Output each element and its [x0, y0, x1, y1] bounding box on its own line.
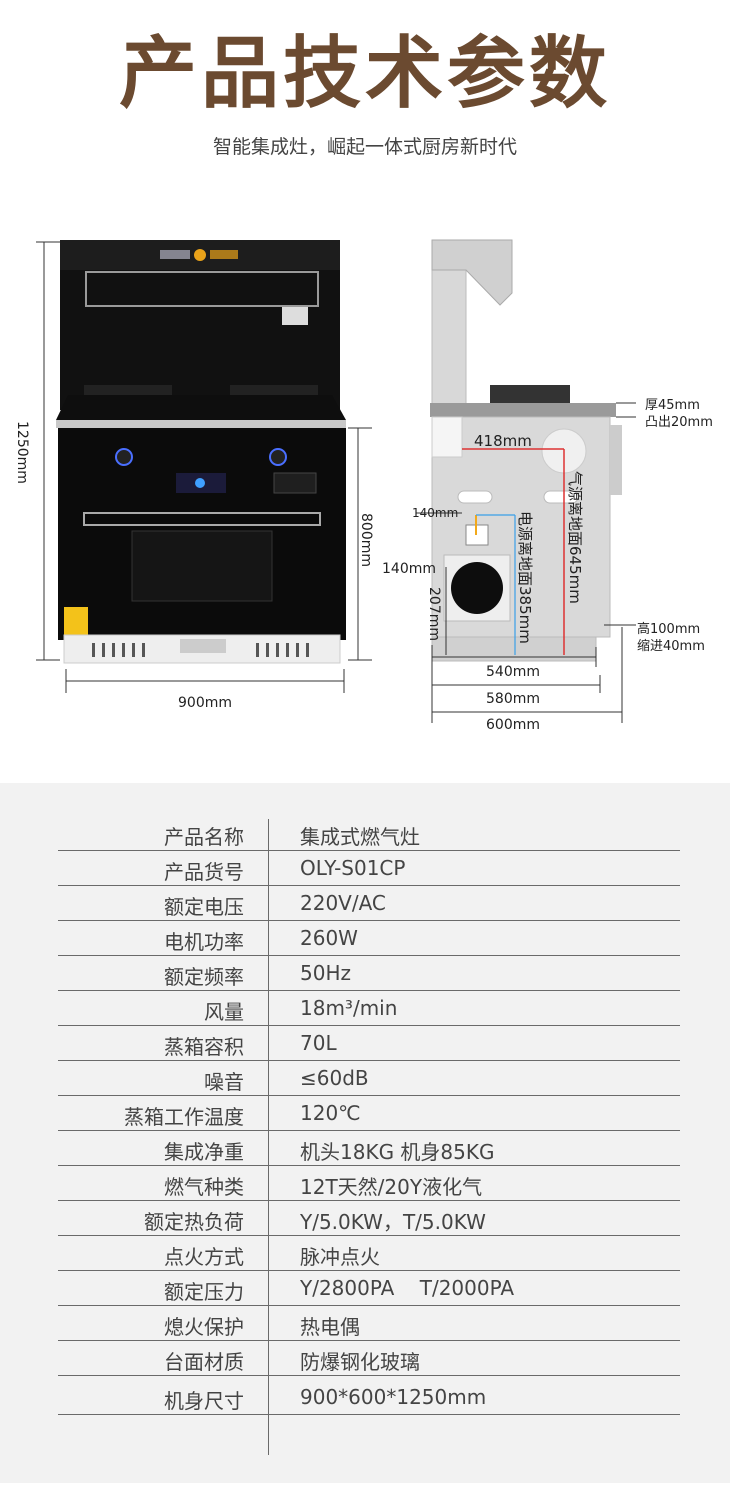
spec-row: 额定热负荷 Y/5.0KW，T/5.0KW: [58, 1200, 680, 1236]
spec-label: 噪音: [204, 1070, 244, 1094]
side-socket-height-label: 140mm: [412, 506, 458, 520]
side-protrude-label: 凸出20mm: [645, 415, 713, 430]
spec-value: 50Hz: [300, 961, 351, 985]
spec-row: 蒸箱工作温度 120℃: [58, 1095, 680, 1131]
spec-label: 蒸箱容积: [164, 1035, 244, 1059]
spec-label: 额定压力: [164, 1280, 244, 1304]
spec-row: 电机功率 260W: [58, 920, 680, 956]
side-view-stove: [430, 239, 622, 662]
spec-value: 防爆钢化玻璃: [300, 1350, 420, 1374]
spec-label: 集成净重: [164, 1140, 244, 1164]
spec-label: 点火方式: [164, 1245, 244, 1269]
spec-row: 额定频率 50Hz: [58, 955, 680, 991]
spec-value: 900*600*1250mm: [300, 1385, 487, 1409]
spec-label: 风量: [204, 1000, 244, 1024]
spec-table: 产品名称 集成式燃气灶 产品货号 OLY-S01CP 额定电压 220V/AC …: [0, 783, 730, 1483]
spec-value: 集成式燃气灶: [300, 825, 420, 849]
front-width-label: 900mm: [178, 695, 232, 711]
spec-label: 额定电压: [164, 895, 244, 919]
spec-value: Y/2800PA T/2000PA: [300, 1276, 515, 1300]
spec-label: 产品名称: [164, 825, 244, 849]
spec-value: 70L: [300, 1031, 337, 1055]
spec-row: 额定压力 Y/2800PA T/2000PA: [58, 1270, 680, 1306]
spec-row: 额定电压 220V/AC: [58, 885, 680, 921]
spec-label: 熄火保护: [164, 1315, 244, 1339]
spec-value: 12T天然/20Y液化气: [300, 1175, 483, 1199]
spec-row: 机身尺寸 900*600*1250mm: [58, 1379, 680, 1415]
spec-label: 台面材质: [164, 1350, 244, 1374]
side-base-height-label: 高100mm: [637, 621, 700, 637]
spec-row: 燃气种类 12T天然/20Y液化气: [58, 1165, 680, 1201]
side-dim-600-label: 600mm: [486, 717, 540, 733]
spec-label: 额定频率: [164, 965, 244, 989]
side-base-recess-label: 缩进40mm: [637, 638, 705, 654]
front-lower-height-label: 800mm: [358, 513, 374, 567]
front-view-stove: [56, 240, 346, 664]
spec-value: OLY-S01CP: [300, 856, 406, 880]
spec-value: 120℃: [300, 1101, 361, 1125]
spec-label: 额定热负荷: [144, 1210, 244, 1234]
spec-value: 220V/AC: [300, 891, 386, 915]
product-dimension-diagram: 1250mm 900mm 800mm: [14, 239, 713, 733]
front-dimension-lines: [36, 241, 372, 693]
spec-value: 脉冲点火: [300, 1245, 380, 1269]
side-dim-580-label: 580mm: [486, 691, 540, 707]
side-vent-label: 140mm: [382, 561, 436, 577]
spec-label: 产品货号: [164, 860, 244, 884]
spec-label: 蒸箱工作温度: [124, 1105, 244, 1129]
spec-row: 蒸箱容积 70L: [58, 1025, 680, 1061]
page-title: 产品技术参数: [118, 29, 611, 119]
spec-row: 点火方式 脉冲点火: [58, 1235, 680, 1271]
spec-row: 产品货号 OLY-S01CP: [58, 850, 680, 886]
spec-value: Y/5.0KW，T/5.0KW: [300, 1210, 486, 1234]
spec-value: ≤60dB: [300, 1066, 369, 1090]
spec-label: 燃气种类: [164, 1175, 244, 1199]
spec-row: 台面材质 防爆钢化玻璃: [58, 1340, 680, 1376]
side-guide-lines: [445, 448, 565, 655]
side-vent-bottom-label: 207mm: [426, 587, 442, 641]
spec-value: 机头18KG 机身85KG: [300, 1140, 495, 1164]
side-gas-label: 气源离地面645mm: [566, 471, 584, 604]
spec-row: 产品名称 集成式燃气灶: [58, 815, 680, 851]
spec-value: 热电偶: [300, 1315, 360, 1339]
spec-value: 260W: [300, 926, 358, 950]
side-thickness-label: 厚45mm: [645, 398, 700, 413]
side-dimension-lines: [416, 402, 636, 723]
side-power-label: 电源离地面385mm: [516, 511, 534, 644]
front-height-label: 1250mm: [14, 421, 30, 484]
spec-label: 机身尺寸: [164, 1389, 244, 1413]
spec-row: 集成净重 机头18KG 机身85KG: [58, 1130, 680, 1166]
spec-table-divider: [268, 819, 269, 1455]
spec-row: 风量 18m³/min: [58, 990, 680, 1026]
spec-label: 电机功率: [164, 930, 244, 954]
side-dim-540-label: 540mm: [486, 664, 540, 680]
side-gas-width-label: 418mm: [474, 432, 532, 450]
page-subtitle: 智能集成灶，崛起一体式厨房新时代: [212, 136, 517, 158]
spec-value: 18m³/min: [300, 996, 398, 1020]
spec-row: 噪音 ≤60dB: [58, 1060, 680, 1096]
spec-row: 熄火保护 热电偶: [58, 1305, 680, 1341]
